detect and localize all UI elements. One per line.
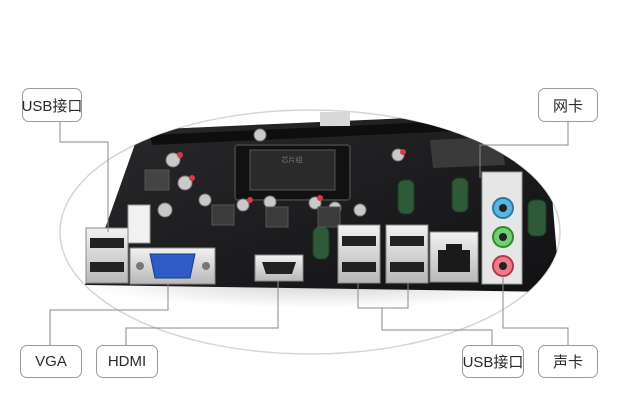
board-group: 芯片组 — [80, 112, 560, 308]
power-connector — [127, 204, 151, 244]
ethernet-port — [429, 231, 479, 283]
green-capacitors — [312, 177, 547, 260]
usb-bottom-line — [381, 308, 493, 345]
usb-port-stack-right — [385, 224, 429, 284]
board-marking: 芯片组 — [282, 155, 303, 164]
vga-port — [129, 247, 216, 285]
cpu-socket-lid — [249, 149, 336, 191]
usb-top-left-line — [59, 122, 109, 232]
hdmi-port — [254, 254, 304, 282]
chokes — [144, 169, 341, 228]
hdmi-line — [125, 281, 279, 345]
usb-port-stack-mid — [337, 224, 381, 284]
usb-bottom-label: USB接口 — [462, 345, 524, 378]
network-label: 网卡 — [538, 88, 598, 122]
vga-label: VGA — [20, 345, 82, 378]
hdmi-label: HDMI — [96, 345, 158, 378]
usb-bottom-bracket — [357, 283, 409, 309]
callout-lines — [49, 122, 569, 345]
usb-port-stack-left — [85, 227, 129, 284]
memory-slot — [150, 118, 522, 145]
audio-jacks — [481, 171, 523, 285]
network-line — [479, 122, 569, 178]
slot-clip — [320, 112, 350, 126]
vga-line — [49, 284, 169, 345]
capacitors — [157, 128, 406, 218]
audio-label: 声卡 — [538, 345, 598, 378]
audio-line — [502, 276, 569, 345]
heatsink — [430, 137, 505, 168]
usb-top-left-label: USB接口 — [22, 88, 82, 122]
